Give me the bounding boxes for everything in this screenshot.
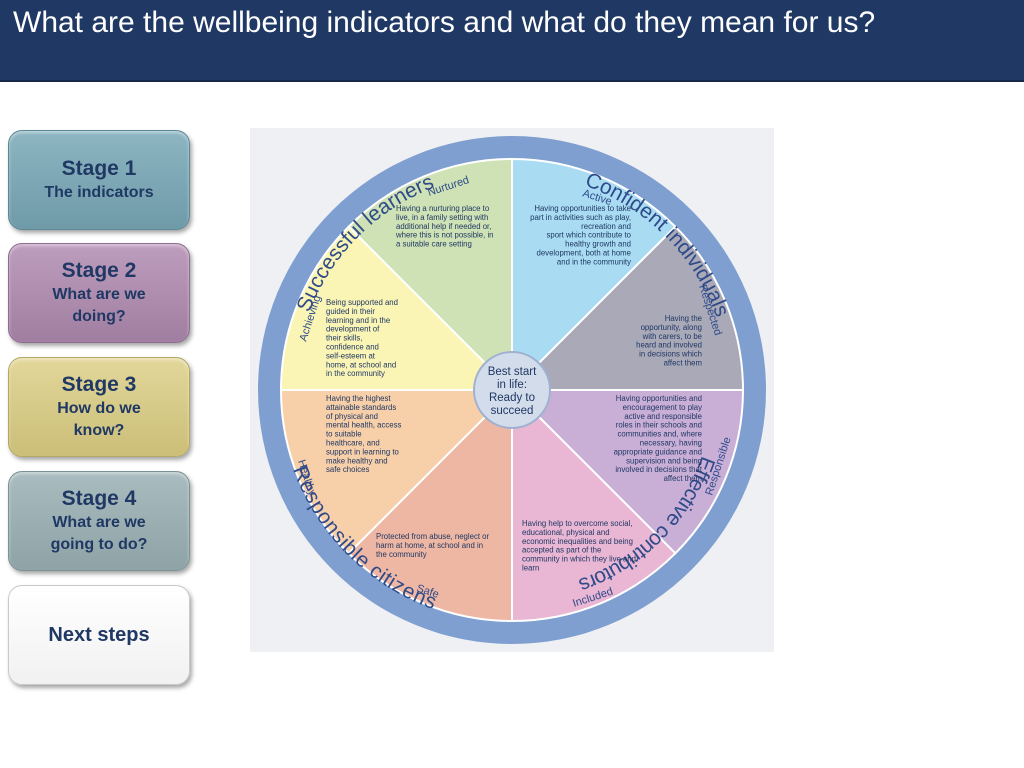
segment-active <box>511 157 677 393</box>
included-description: Having help to overcome social,education… <box>522 519 636 573</box>
segment-safe <box>347 387 513 623</box>
stage-4-subtitle: What are we going to do? <box>50 514 148 553</box>
stage-4-button[interactable]: Stage 4 What are we going to do? <box>8 471 190 571</box>
segment-achieving <box>279 225 515 391</box>
segment-respected <box>509 225 745 391</box>
segment-nurtured <box>347 157 513 393</box>
stage-3-title: Stage 3 <box>61 373 137 396</box>
stage-1-subtitle: The indicators <box>44 184 154 201</box>
stage-2-subtitle: What are we doing? <box>52 286 146 325</box>
segment-healthy <box>279 389 515 555</box>
stage-1-button[interactable]: Stage 1 The indicators <box>8 130 190 230</box>
next-steps-button[interactable]: Next steps <box>8 585 190 685</box>
center-circle <box>473 351 551 429</box>
indicator-segments <box>279 157 745 623</box>
segment-included <box>511 387 677 623</box>
wellbeing-wheel: Successful learners Confident individual… <box>250 128 774 652</box>
stage-1-title: Stage 1 <box>61 157 137 180</box>
stage-3-subtitle: How do we know? <box>57 400 141 439</box>
stage-2-title: Stage 2 <box>61 259 137 282</box>
stage-2-button[interactable]: Stage 2 What are we doing? <box>8 243 190 343</box>
title-bar: What are the wellbeing indicators and wh… <box>0 0 1024 82</box>
wellbeing-wheel-graphic: Successful learners Confident individual… <box>258 136 766 644</box>
segment-responsible <box>509 389 745 555</box>
page-title: What are the wellbeing indicators and wh… <box>13 6 876 39</box>
stage-4-title: Stage 4 <box>61 487 137 510</box>
next-steps-title: Next steps <box>48 624 150 646</box>
stage-3-button[interactable]: Stage 3 How do we know? <box>8 357 190 457</box>
